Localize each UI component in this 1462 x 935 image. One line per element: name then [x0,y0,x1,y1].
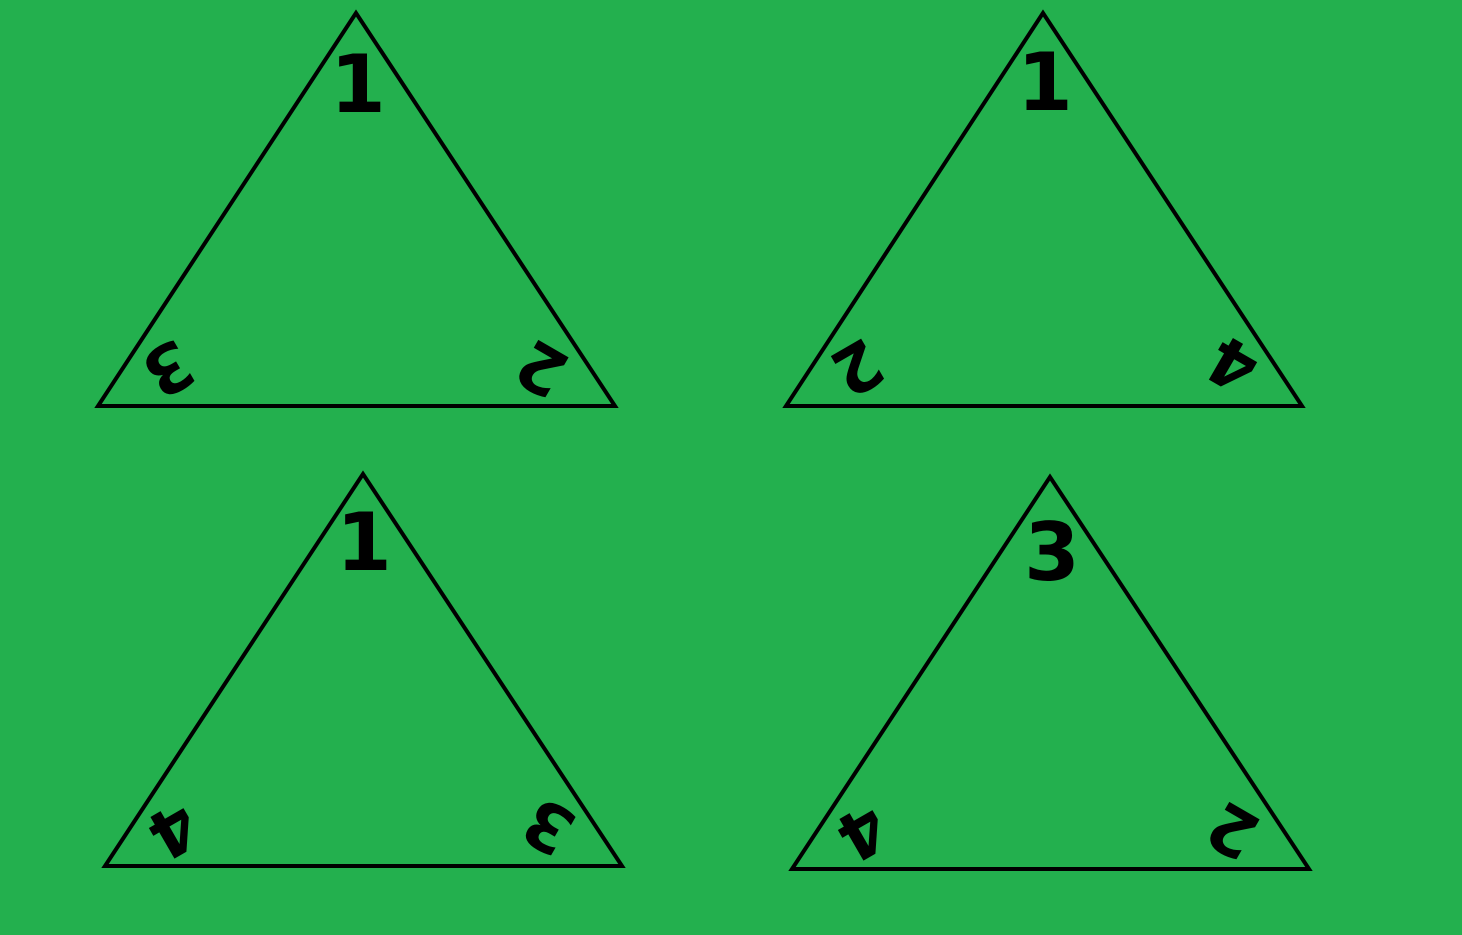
triangle-4-left-number: 4 [823,787,901,877]
triangle-4-top-number: 3 [1024,506,1080,599]
triangle-1-top-number: 1 [330,38,386,131]
triangle-2-top-number: 1 [1017,36,1073,129]
triangle-card-3: 1 4 3 [101,470,626,875]
triangle-outline [101,470,626,868]
triangle-outline [94,9,619,408]
triangle-3-top-number: 1 [336,496,392,589]
triangle-outline [788,473,1313,871]
triangle-2-left-number: 2 [818,322,896,412]
triangle-card-2: 1 2 4 [782,9,1306,412]
triangle-outline [782,9,1306,408]
triangle-card-4: 3 4 2 [788,473,1313,877]
triangle-2-right-number: 4 [1194,319,1272,409]
triangle-1-left-number: 3 [129,323,207,413]
triangle-card-1: 1 3 2 [94,9,619,413]
triangle-3-left-number: 4 [134,785,212,875]
